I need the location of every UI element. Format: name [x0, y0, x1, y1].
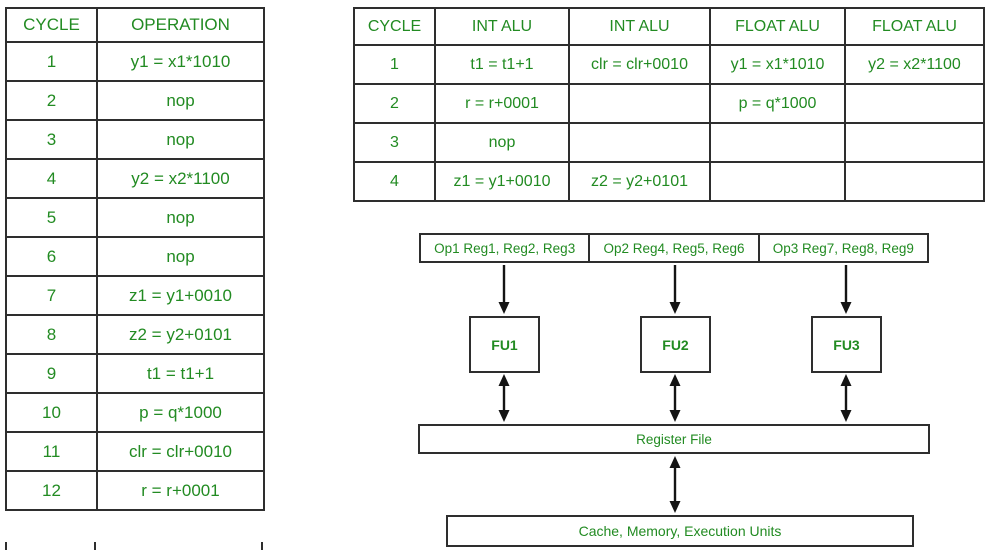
table-row: 10 p = q*1000 — [5, 392, 265, 433]
vliw-header-float-alu-2: FLOAT ALU — [844, 7, 985, 46]
table-cutoff-row — [5, 542, 263, 550]
operation-cell: nop — [96, 80, 265, 121]
int-alu-cell: clr = clr+0010 — [568, 44, 711, 85]
table-row: 9 t1 = t1+1 — [5, 353, 265, 394]
float-alu-cell: p = q*1000 — [709, 83, 846, 124]
operation-cell: z2 = y2+0101 — [96, 314, 265, 355]
table-row: 12 r = r+0001 — [5, 470, 265, 511]
cycle-cell: 10 — [5, 392, 98, 433]
functional-unit-3-box: FU3 — [811, 316, 882, 373]
arrow-registerfile-cache — [669, 456, 681, 513]
int-alu-cell: z1 = y1+0010 — [434, 161, 570, 202]
float-alu-cell — [844, 161, 985, 202]
table-row: 5 nop — [5, 197, 265, 238]
vliw-header-int-alu-2: INT ALU — [568, 7, 711, 46]
int-alu-cell — [568, 83, 711, 124]
operation-cell: z1 = y1+0010 — [96, 275, 265, 316]
vliw-header-float-alu-1: FLOAT ALU — [709, 7, 846, 46]
cycle-cell: 3 — [353, 122, 436, 163]
float-alu-cell — [709, 161, 846, 202]
functional-unit-1-box: FU1 — [469, 316, 540, 373]
table-row: 2 r = r+0001 p = q*1000 — [353, 83, 985, 124]
cycle-cell: 4 — [5, 158, 98, 199]
operation-cell: nop — [96, 119, 265, 160]
cycle-cell: 3 — [5, 119, 98, 160]
cycle-cell: 12 — [5, 470, 98, 511]
int-alu-cell: nop — [434, 122, 570, 163]
vliw-schedule-table: CYCLE INT ALU INT ALU FLOAT ALU FLOAT AL… — [353, 7, 985, 202]
cycle-cell: 2 — [5, 80, 98, 121]
table-header-row: CYCLE OPERATION — [5, 7, 265, 43]
float-alu-cell — [709, 122, 846, 163]
table-row: 6 nop — [5, 236, 265, 277]
table-row: 1 y1 = x1*1010 — [5, 41, 265, 82]
cycle-cell: 9 — [5, 353, 98, 394]
cache-memory-box: Cache, Memory, Execution Units — [446, 515, 914, 547]
int-alu-cell: z2 = y2+0101 — [568, 161, 711, 202]
instruction-word-box: Op1 Reg1, Reg2, Reg3 Op2 Reg4, Reg5, Reg… — [419, 233, 929, 263]
cycle-cell: 8 — [5, 314, 98, 355]
operation-cell: y1 = x1*1010 — [96, 41, 265, 82]
float-alu-cell: y2 = x2*1100 — [844, 44, 985, 85]
table-row: 11 clr = clr+0010 — [5, 431, 265, 472]
single-issue-table: CYCLE OPERATION 1 y1 = x1*1010 2 nop 3 n… — [5, 7, 265, 511]
operation-cell: y2 = x2*1100 — [96, 158, 265, 199]
cycle-cell: 6 — [5, 236, 98, 277]
cycle-cell: 2 — [353, 83, 436, 124]
arrow-fu1-registerfile — [498, 374, 510, 422]
int-alu-cell: t1 = t1+1 — [434, 44, 570, 85]
operation-cell: nop — [96, 197, 265, 238]
left-header-operation: OPERATION — [96, 7, 265, 43]
register-file-box: Register File — [418, 424, 930, 454]
cycle-cell: 1 — [353, 44, 436, 85]
arrow-op1-to-fu1 — [498, 265, 510, 314]
cycle-cell: 11 — [5, 431, 98, 472]
vliw-header-int-alu-1: INT ALU — [434, 7, 570, 46]
float-alu-cell — [844, 83, 985, 124]
table-row: 7 z1 = y1+0010 — [5, 275, 265, 316]
table-row: 4 y2 = x2*1100 — [5, 158, 265, 199]
operation-cell: p = q*1000 — [96, 392, 265, 433]
float-alu-cell — [844, 122, 985, 163]
float-alu-cell: y1 = x1*1010 — [709, 44, 846, 85]
operation-cell: r = r+0001 — [96, 470, 265, 511]
operation-cell: nop — [96, 236, 265, 277]
table-header-row: CYCLE INT ALU INT ALU FLOAT ALU FLOAT AL… — [353, 7, 985, 46]
table-row: 2 nop — [5, 80, 265, 121]
cycle-cell: 7 — [5, 275, 98, 316]
table-border-stub — [261, 542, 263, 550]
left-header-cycle: CYCLE — [5, 7, 98, 43]
table-border-stub — [94, 542, 96, 550]
cycle-cell: 1 — [5, 41, 98, 82]
instruction-slot-op2: Op2 Reg4, Reg5, Reg6 — [588, 235, 757, 261]
table-border-stub — [5, 542, 7, 550]
arrow-fu3-registerfile — [840, 374, 852, 422]
table-row: 4 z1 = y1+0010 z2 = y2+0101 — [353, 161, 985, 202]
operation-cell: t1 = t1+1 — [96, 353, 265, 394]
table-row: 3 nop — [5, 119, 265, 160]
arrow-op3-to-fu3 — [840, 265, 852, 314]
functional-unit-2-box: FU2 — [640, 316, 711, 373]
cycle-cell: 4 — [353, 161, 436, 202]
arrow-op2-to-fu2 — [669, 265, 681, 314]
instruction-slot-op3: Op3 Reg7, Reg8, Reg9 — [757, 235, 927, 261]
int-alu-cell — [568, 122, 711, 163]
operation-cell: clr = clr+0010 — [96, 431, 265, 472]
vliw-header-cycle: CYCLE — [353, 7, 436, 46]
table-row: 8 z2 = y2+0101 — [5, 314, 265, 355]
instruction-slot-op1: Op1 Reg1, Reg2, Reg3 — [434, 240, 576, 256]
int-alu-cell: r = r+0001 — [434, 83, 570, 124]
cycle-cell: 5 — [5, 197, 98, 238]
arrow-fu2-registerfile — [669, 374, 681, 422]
table-row: 1 t1 = t1+1 clr = clr+0010 y1 = x1*1010 … — [353, 44, 985, 85]
table-row: 3 nop — [353, 122, 985, 163]
